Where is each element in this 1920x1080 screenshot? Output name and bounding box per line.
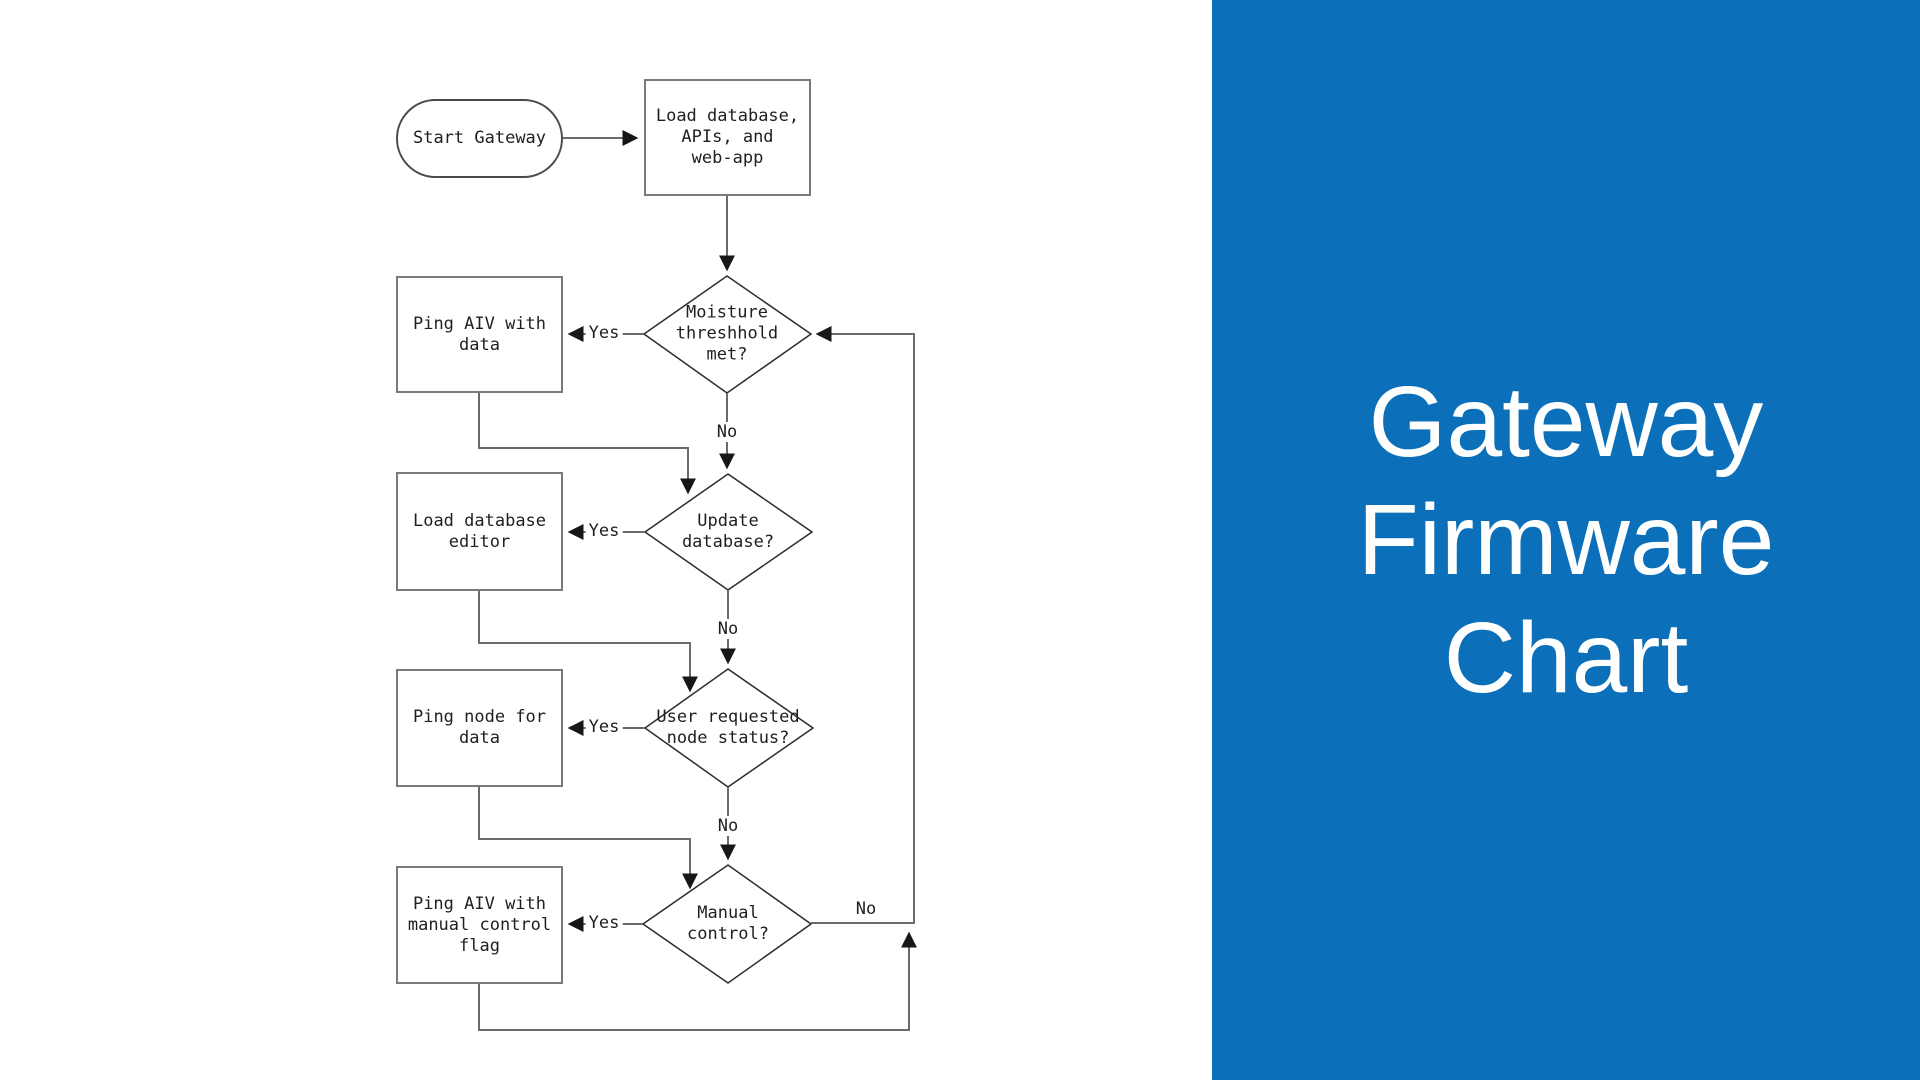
slide-title-line-3: Chart bbox=[1443, 602, 1689, 714]
edge-pingaiv-to-update bbox=[478, 393, 696, 495]
title-panel: Gateway Firmware Chart bbox=[1212, 0, 1920, 1080]
load-database-process-node: Load database, APIs, and web-app bbox=[644, 79, 811, 196]
start-terminator-node: Start Gateway bbox=[396, 99, 563, 178]
update-db-decision-label: Update database? bbox=[681, 511, 775, 552]
slide-title: Gateway Firmware Chart bbox=[1358, 363, 1775, 717]
ping-node-process-node: Ping node for data bbox=[396, 669, 563, 787]
edge-pingnode-to-manual bbox=[478, 787, 698, 890]
edge-label-user-no: No bbox=[714, 816, 742, 836]
edge-label-manual-yes: Yes bbox=[585, 913, 623, 933]
ping-aiv-data-process-node: Ping AIV with data bbox=[396, 276, 563, 393]
user-requested-decision-label: User requested node status? bbox=[656, 707, 800, 748]
slide-title-line-1: Gateway bbox=[1368, 366, 1764, 478]
manual-control-decision-label: Manual control? bbox=[687, 903, 769, 944]
moisture-decision-label: Moisture threshhold met? bbox=[675, 302, 779, 365]
slide-title-line-2: Firmware bbox=[1357, 484, 1775, 596]
edge-label-moisture-yes: Yes bbox=[585, 323, 623, 343]
load-db-editor-process-node: Load database editor bbox=[396, 472, 563, 591]
edge-flag-loop-return bbox=[478, 931, 917, 1031]
edge-label-update-no: No bbox=[714, 619, 742, 639]
ping-aiv-flag-process-node: Ping AIV with manual control flag bbox=[396, 866, 563, 984]
edge-label-update-yes: Yes bbox=[585, 521, 623, 541]
edge-editor-to-user bbox=[478, 591, 698, 693]
edge-label-manual-no: No bbox=[855, 899, 877, 919]
edge-manual-no-return bbox=[811, 326, 915, 924]
manual-control-decision-diamond bbox=[641, 864, 813, 984]
edge-label-moisture-no: No bbox=[713, 422, 741, 442]
edge-label-user-yes: Yes bbox=[585, 717, 623, 737]
